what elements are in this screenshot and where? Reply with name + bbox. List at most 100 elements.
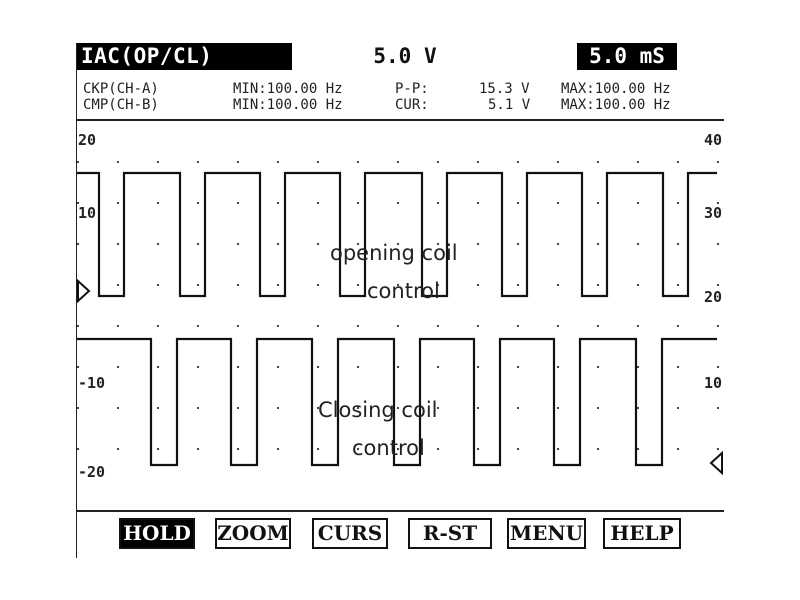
graticule-dot [437,325,439,327]
graticule-dot [77,243,79,245]
hold-button[interactable]: HOLD [119,518,195,549]
graticule-dot [197,366,199,368]
graticule-dot [677,325,679,327]
graticule-dot [437,407,439,409]
graticule-dot [157,243,159,245]
graticule-dot [237,366,239,368]
channel-a-info: CKP(CH-A) MIN:100.00 Hz P-P: 15.3 V MAX:… [77,80,724,98]
opening-coil-annotation: opening coil [330,241,458,265]
graticule-dot [197,243,199,245]
graticule-dot [477,202,479,204]
graticule-dot [637,243,639,245]
graticule-dot [357,366,359,368]
graticule-dot [77,448,79,450]
graticule-dot [557,448,559,450]
graticule-dot [677,202,679,204]
graticule-dot [117,407,119,409]
graticule-dot [717,325,719,327]
graticule-dot [357,407,359,409]
graticule-dot [717,407,719,409]
channel-a-name: CKP(CH-A) [83,81,159,97]
graticule-dot [197,161,199,163]
menu-button[interactable]: MENU [507,518,586,549]
graticule-dot [437,448,439,450]
graticule-dot [237,161,239,163]
waveform-plot [77,161,723,476]
channel-b-reading-label: CUR: [395,97,429,113]
channel-b-min: MIN:100.00 Hz [233,97,343,113]
graticule-dot [277,448,279,450]
graticule-dot [117,202,119,204]
graticule-dot [277,202,279,204]
graticule-dot [277,366,279,368]
graticule-dot [637,407,639,409]
graticule-dot [517,366,519,368]
graticule-dot [397,366,399,368]
graticule-dot [157,202,159,204]
measurement-title: IAC(OP/CL) [77,43,292,70]
graticule-dot [197,325,199,327]
graticule-dot [597,284,599,286]
graticule-dot [277,284,279,286]
graticule-dot [557,202,559,204]
graticule-dot [397,202,399,204]
graticule-dot [677,366,679,368]
voltage-per-division: 5.0 V [373,44,437,68]
graticule-dot [477,161,479,163]
channel-b-name: CMP(CH-B) [83,97,159,113]
graticule-dot [637,202,639,204]
cursor-button[interactable]: CURS [312,518,388,549]
graticule-dot [77,325,79,327]
graticule-dot [237,407,239,409]
graticule-dot [477,407,479,409]
graticule-dot [677,161,679,163]
help-button[interactable]: HELP [603,518,681,549]
graticule-dot [717,243,719,245]
graticule-dot [637,366,639,368]
reset-button[interactable]: R-ST [408,518,492,549]
graticule-dot [77,202,79,204]
closing-coil-annotation: Closing coil [318,398,438,422]
graticule-dot [357,161,359,163]
graticule-dot [637,448,639,450]
graticule-dot [117,325,119,327]
time-per-division: 5.0 mS [577,43,677,70]
graticule-dot [477,284,479,286]
graticule-dot [517,407,519,409]
left-axis-label: -10 [78,374,106,392]
graticule-dot [357,243,359,245]
graticule-dots [77,161,719,450]
graticule-dot [237,325,239,327]
graticule-dot [717,448,719,450]
plot-top-border [77,119,724,121]
graticule-dot [197,284,199,286]
graticule-dot [437,161,439,163]
graticule-dot [637,284,639,286]
graticule-dot [157,407,159,409]
graticule-dot [597,202,599,204]
plot-bottom-border [77,510,724,512]
graticule-dot [397,284,399,286]
left-axis-label: 10 [78,204,97,222]
oscilloscope-screen: IAC(OP/CL) 5.0 V 5.0 mS CKP(CH-A) MIN:10… [77,43,724,558]
right-axis-label: 40 [703,131,722,149]
graticule-dot [597,325,599,327]
graticule-dot [317,325,319,327]
graticule-dot [597,448,599,450]
graticule-dot [117,243,119,245]
graticule-dot [357,448,359,450]
channel-a-reading-value: 15.3 V [479,81,530,97]
graticule-dot [197,407,199,409]
graticule-dot [717,366,719,368]
graticule-dot [157,448,159,450]
graticule-dot [237,202,239,204]
graticule-dot [677,448,679,450]
graticule-dot [397,448,399,450]
graticule-dot [317,243,319,245]
graticule-dot [557,284,559,286]
channel-a-max: MAX:100.00 Hz [561,81,671,97]
graticule-dot [157,161,159,163]
graticule-dot [117,161,119,163]
zoom-button[interactable]: ZOOM [215,518,291,549]
closing-coil-trace [77,337,717,467]
